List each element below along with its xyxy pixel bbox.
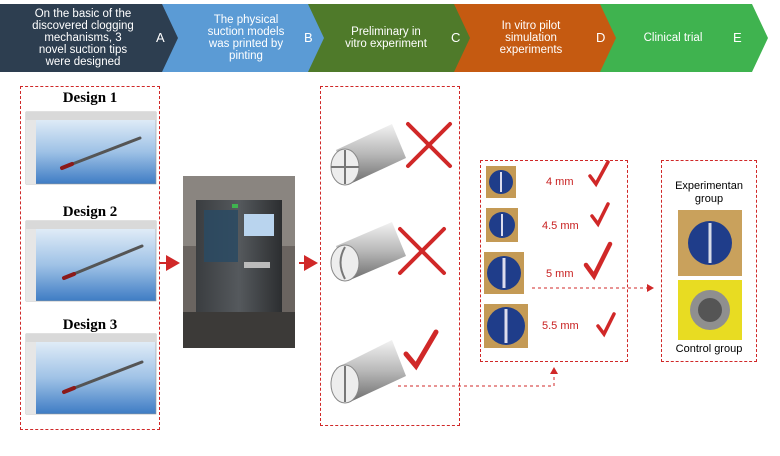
step-a-text: On the basic of the discovered clogging …: [32, 8, 134, 68]
check-icon: [583, 241, 613, 281]
step-b-text: The physical suction models was printed …: [207, 14, 285, 62]
suction-tip-model-1: [330, 124, 406, 186]
control-group-label: Control group: [675, 343, 743, 355]
suction-tip-photo-5-5mm: [484, 304, 528, 348]
control-group-photo: [678, 280, 742, 340]
cad-screenshot-design-3: [25, 333, 157, 415]
design-3-title: Design 3: [62, 317, 118, 333]
step-d-letter: D: [596, 30, 606, 45]
cross-icon: [398, 227, 446, 275]
cross-icon: [406, 122, 452, 168]
pilot-experiment-box: [480, 160, 628, 362]
step-b-chevron: [162, 4, 330, 72]
step-c-chevron: [308, 4, 476, 72]
check-icon: [403, 329, 439, 371]
check-icon: [590, 202, 610, 228]
size-label-5-5mm: 5.5 mm: [542, 320, 579, 332]
size-label-4-5mm: 4.5 mm: [542, 220, 579, 232]
suction-tip-model-2: [330, 222, 406, 282]
suction-tip-photo-4-5mm: [486, 208, 518, 242]
size-label-5mm: 5 mm: [546, 268, 574, 280]
design-group-box: [20, 86, 160, 430]
suction-tip-photo-5mm: [484, 252, 524, 294]
step-d-chevron: [454, 4, 622, 72]
step-c-letter: C: [451, 30, 461, 45]
experimental-group-label: Experimentan group: [675, 180, 743, 205]
step-e-text: Clinical trial: [643, 32, 703, 44]
step-e-chevron: [600, 4, 768, 72]
flow-arrow-c-to-d: [398, 367, 558, 387]
design-1-title: Design 1: [62, 90, 118, 106]
step-a-chevron: [0, 4, 184, 72]
size-label-4mm: 4 mm: [546, 176, 574, 188]
design-2-title: Design 2: [62, 204, 118, 220]
check-icon: [588, 160, 610, 188]
step-b-letter: B: [304, 30, 313, 45]
cad-screenshot-design-1: [25, 111, 157, 185]
step-d-text: In vitro pilot simulation experiments: [499, 20, 563, 56]
step-a-letter: A: [156, 30, 165, 45]
step-e-letter: E: [733, 30, 742, 45]
suction-tip-model-3: [330, 340, 406, 404]
3d-printer-photo: [183, 176, 295, 348]
preliminary-experiment-box: [320, 86, 460, 426]
experimental-group-photo: [678, 210, 742, 276]
check-icon: [596, 312, 616, 338]
step-c-text: Preliminary in vitro experiment: [345, 26, 427, 50]
cad-screenshot-design-2: [25, 220, 157, 302]
suction-tip-photo-4mm: [486, 166, 516, 198]
clinical-trial-box: [661, 160, 757, 362]
